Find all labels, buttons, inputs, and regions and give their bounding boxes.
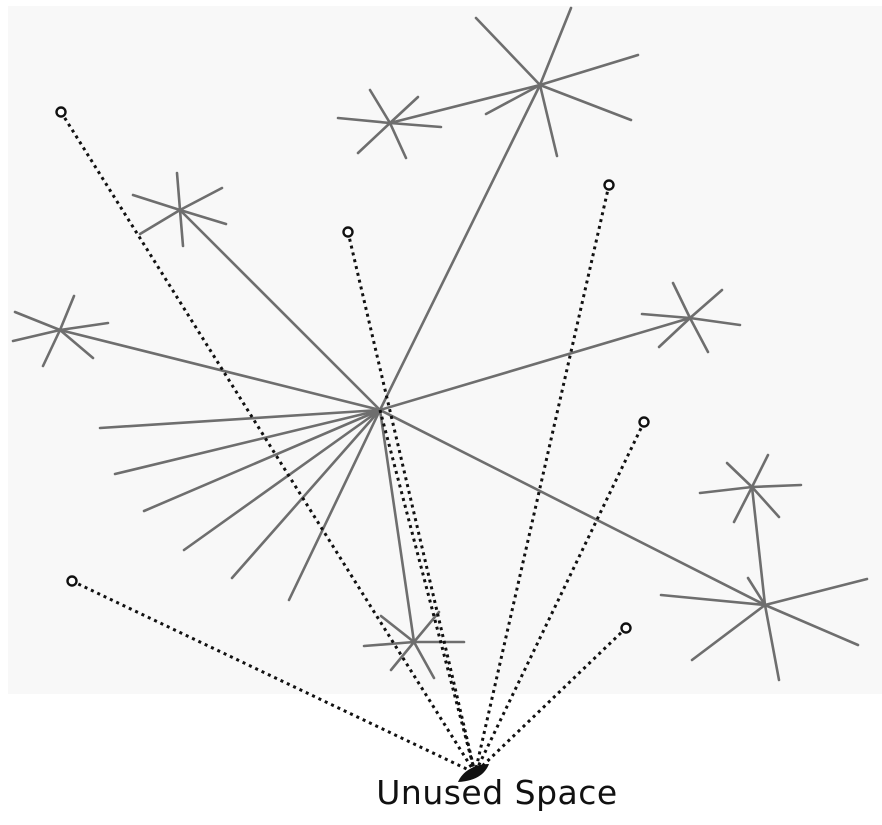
edge: [763, 577, 869, 607]
dotted-edge: [346, 231, 477, 774]
edge: [356, 121, 392, 155]
edge: [690, 603, 767, 662]
edge: [58, 328, 95, 360]
edge: [178, 208, 382, 412]
edge: [484, 83, 542, 116]
dotted-edge: [71, 579, 476, 775]
edge: [131, 193, 182, 212]
edge: [378, 316, 692, 412]
edge: [362, 640, 416, 648]
edge: [138, 208, 182, 236]
edge: [58, 328, 382, 412]
edge: [412, 610, 441, 644]
edge: [640, 312, 692, 320]
unused-space-label: Unused Space: [376, 773, 618, 812]
unused-space-sink: [458, 764, 489, 782]
edge: [178, 186, 224, 212]
edge: [750, 483, 803, 489]
edge: [688, 288, 724, 320]
edge: [11, 328, 62, 343]
edge: [538, 6, 573, 87]
free-node: [342, 226, 354, 238]
edge: [389, 640, 416, 672]
edge: [113, 408, 382, 476]
free-nodes: [55, 106, 650, 634]
free-node: [66, 575, 78, 587]
edge: [178, 208, 228, 226]
edge: [763, 603, 860, 647]
edge: [688, 316, 710, 354]
edge: [538, 83, 633, 122]
edge: [230, 408, 382, 580]
free-node: [620, 622, 632, 634]
edge: [368, 88, 392, 125]
edge: [142, 408, 382, 513]
edge: [175, 171, 182, 212]
edge: [750, 453, 770, 489]
edge: [58, 321, 110, 332]
edge: [13, 310, 62, 332]
edge: [388, 83, 542, 125]
edge: [657, 316, 692, 349]
free-node: [55, 106, 67, 118]
edge: [41, 328, 62, 368]
edge: [474, 16, 542, 87]
edge: [412, 640, 436, 680]
edge: [378, 83, 542, 412]
edge: [750, 485, 767, 607]
edge: [659, 593, 767, 607]
edge: [378, 408, 416, 644]
edge: [725, 461, 754, 489]
edge: [388, 121, 443, 129]
edge: [379, 614, 416, 644]
free-node: [603, 179, 615, 191]
edge: [98, 408, 382, 430]
edge: [746, 576, 767, 607]
edge: [178, 208, 185, 248]
edge: [388, 121, 408, 160]
dotted-edge: [473, 184, 611, 774]
edge: [688, 316, 742, 327]
edge: [58, 294, 76, 332]
diagram-panel: [8, 6, 882, 694]
edge: [732, 485, 754, 524]
edge: [698, 485, 754, 495]
edge: [287, 408, 382, 602]
edge: [336, 116, 392, 125]
edge: [378, 408, 767, 607]
free-node: [638, 416, 650, 428]
edge: [750, 485, 781, 519]
edge: [763, 603, 781, 682]
edge: [388, 95, 420, 125]
edge: [538, 53, 640, 87]
edge: [182, 408, 382, 552]
edge: [671, 281, 692, 320]
edge: [538, 83, 559, 158]
dotted-edge: [473, 421, 646, 774]
solid-edges: [11, 6, 869, 682]
dotted-edges: [59, 111, 646, 775]
